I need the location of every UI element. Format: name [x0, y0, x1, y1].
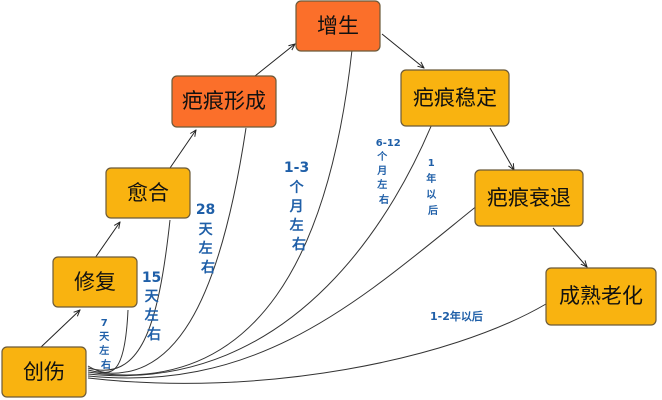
- curve-to-scar-stable: [87, 123, 433, 377]
- node-repair: 修复: [52, 256, 138, 308]
- duration-to-scar-formation: 28 天 左 右: [196, 202, 220, 276]
- node-scar-stable-label: 疤痕稳定: [413, 86, 497, 110]
- duration-to-proliferation: 1-3 个 月 左 右: [284, 160, 314, 253]
- node-healing: 愈合: [105, 167, 191, 219]
- edge-trauma-repair: [39, 310, 80, 349]
- edge-healing-scar-formation: [169, 130, 196, 169]
- edge-scar-stable-regression: [489, 127, 514, 170]
- node-scar-regression-label: 疤痕衰退: [487, 186, 571, 210]
- duration-to-scar-stable: 6-12 个 月 左 右: [376, 138, 405, 206]
- node-mature-aging: 成熟老化: [545, 267, 657, 326]
- node-scar-regression: 疤痕衰退: [474, 169, 584, 227]
- node-repair-label: 修复: [74, 270, 116, 294]
- node-mature-aging-label: 成熟老化: [559, 284, 643, 308]
- edge-regression-mature-aging: [552, 227, 587, 267]
- node-scar-formation: 疤痕形成: [171, 75, 277, 128]
- curve-to-mature-aging: [87, 303, 547, 384]
- curve-to-healing: [87, 219, 171, 371]
- node-proliferation-label: 增生: [317, 14, 359, 38]
- time-curves: [87, 49, 547, 384]
- edge-scar-formation-proliferation: [254, 44, 295, 77]
- duration-to-mature-aging: 1-2年以后: [430, 309, 483, 323]
- edges: [39, 33, 587, 349]
- duration-to-repair: 7 天 左 右: [98, 318, 112, 371]
- curve-to-scar-regression: [87, 204, 479, 379]
- node-healing-label: 愈合: [127, 181, 169, 205]
- node-scar-formation-label: 疤痕形成: [182, 89, 266, 113]
- edge-repair-healing: [94, 222, 120, 259]
- node-trauma-label: 创伤: [23, 360, 65, 384]
- curve-to-proliferation: [87, 49, 353, 376]
- node-proliferation: 增生: [295, 0, 381, 52]
- edge-proliferation-scar-stable: [381, 33, 424, 68]
- duration-to-healing: 15 天 左 右: [142, 270, 166, 343]
- curve-to-scar-formation: [87, 127, 247, 374]
- node-scar-stable: 疤痕稳定: [400, 69, 510, 127]
- duration-to-scar-regression: 1 年 以 后: [426, 158, 439, 217]
- node-trauma: 创伤: [1, 346, 87, 398]
